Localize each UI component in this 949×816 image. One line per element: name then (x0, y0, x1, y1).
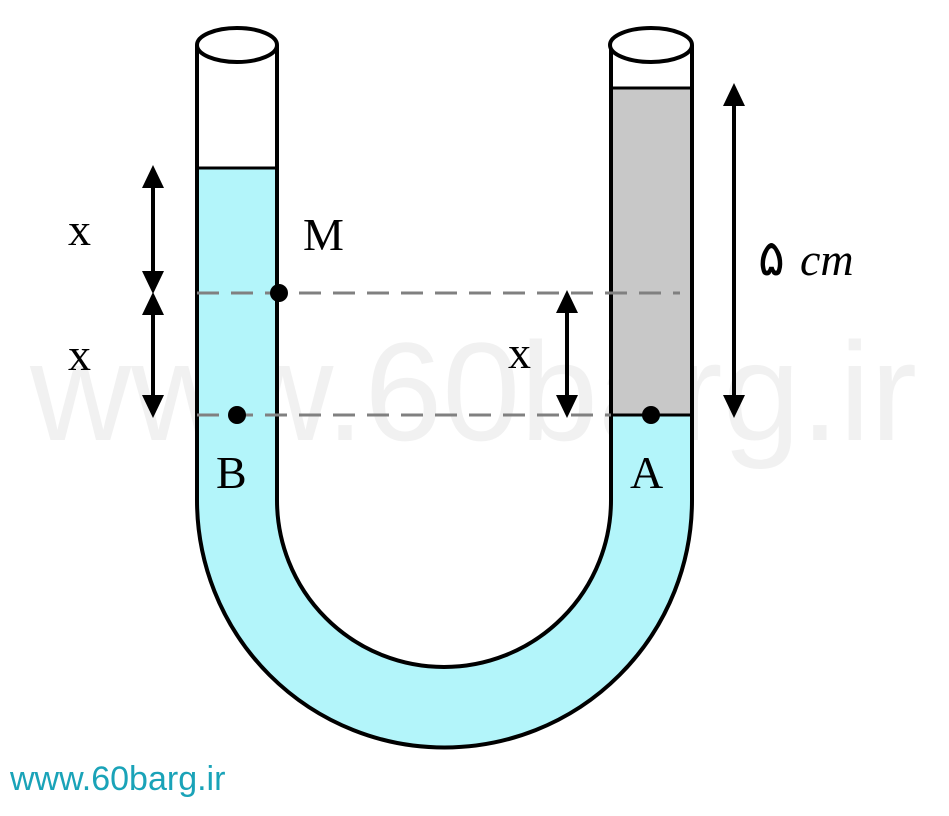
x-label-upper: x (68, 204, 91, 255)
x-label-right: x (508, 327, 531, 378)
oil-height-arrow (723, 83, 745, 418)
height-unit-label: cm (800, 234, 854, 285)
tube-inner-wall (275, 45, 613, 669)
oil-column (611, 88, 692, 415)
watermark-text: www.60barg.ir (29, 313, 917, 470)
point-m-dot (270, 284, 288, 302)
left-lower-x-arrow (142, 292, 164, 418)
height-value-label: ۵ (758, 229, 785, 287)
point-m-label: M (303, 209, 344, 260)
water-fill (197, 168, 692, 748)
point-a-dot (642, 406, 660, 424)
right-tube-opening (608, 26, 694, 64)
site-footer-text: www.60barg.ir (10, 760, 226, 798)
point-b-label: B (216, 447, 247, 498)
tube-outer-wall (195, 45, 694, 750)
left-upper-x-arrow (142, 165, 164, 294)
point-b-dot (228, 406, 246, 424)
point-a-label: A (630, 447, 663, 498)
x-label-lower: x (68, 329, 91, 380)
middle-x-arrow (556, 290, 578, 418)
left-tube-opening (195, 26, 279, 64)
